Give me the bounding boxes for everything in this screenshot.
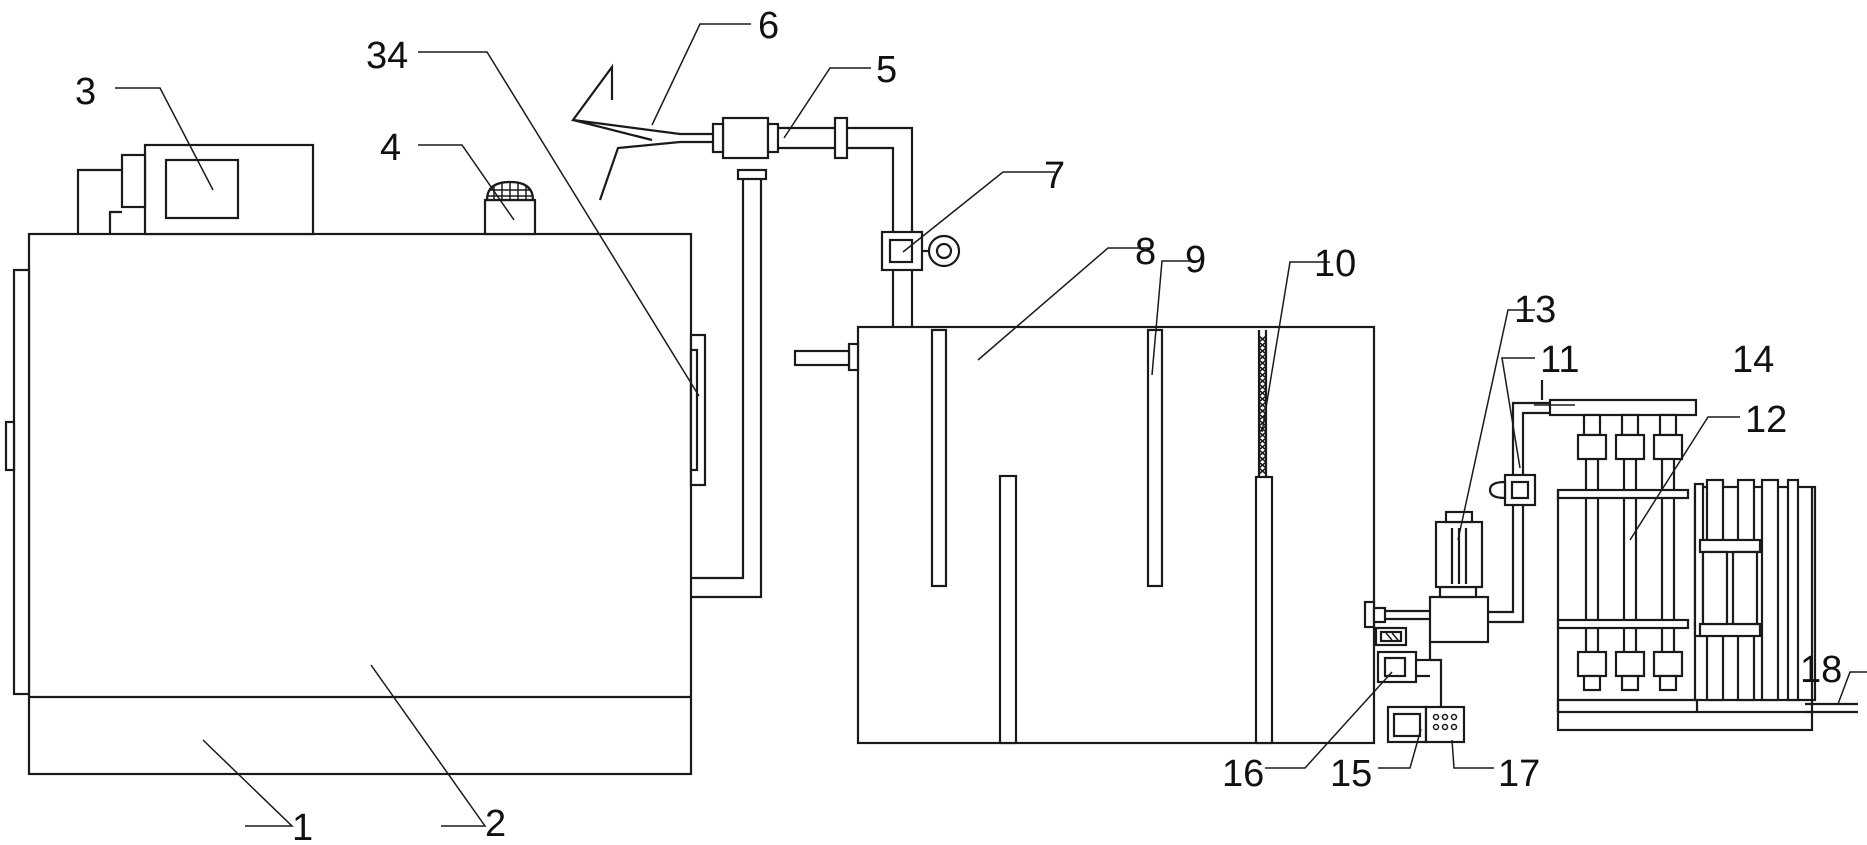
label-13: 13 [1514,289,1556,331]
return-pipe [691,168,768,599]
leader-lines [115,23,1867,827]
label-1: 1 [292,807,313,845]
label-15: 15 [1330,753,1372,795]
outlet-pump-motor [1363,485,1525,644]
filter-column [1576,413,1608,692]
label-12: 12 [1745,399,1787,441]
label-4: 4 [380,127,401,169]
label-14: 14 [1732,339,1774,381]
main-cabinet [4,232,707,776]
pump [880,230,961,341]
label-10: 10 [1314,243,1356,285]
label-5: 5 [876,49,897,91]
valve-and-pipe [1488,380,1698,507]
label-8: 8 [1135,231,1156,273]
control-units [1374,626,1466,744]
labels: 3 4 34 6 5 7 8 9 10 13 11 14 12 18 16 15… [75,5,1842,845]
backwash-rack [1556,478,1858,732]
label-16: 16 [1222,753,1264,795]
vent [483,180,537,236]
label-6: 6 [758,5,779,47]
pipe-tee [571,63,914,232]
filter-column [1652,413,1684,692]
label-7: 7 [1044,155,1065,197]
label-2: 2 [485,803,506,845]
label-9: 9 [1185,239,1206,281]
label-17: 17 [1498,753,1540,795]
top-unit [76,143,315,236]
filter-column [1614,413,1646,692]
label-34: 34 [366,35,408,77]
settling-tank [793,325,1376,745]
label-18: 18 [1800,649,1842,691]
label-3: 3 [75,71,96,113]
label-11: 11 [1540,339,1579,381]
filter-columns [1556,413,1699,712]
